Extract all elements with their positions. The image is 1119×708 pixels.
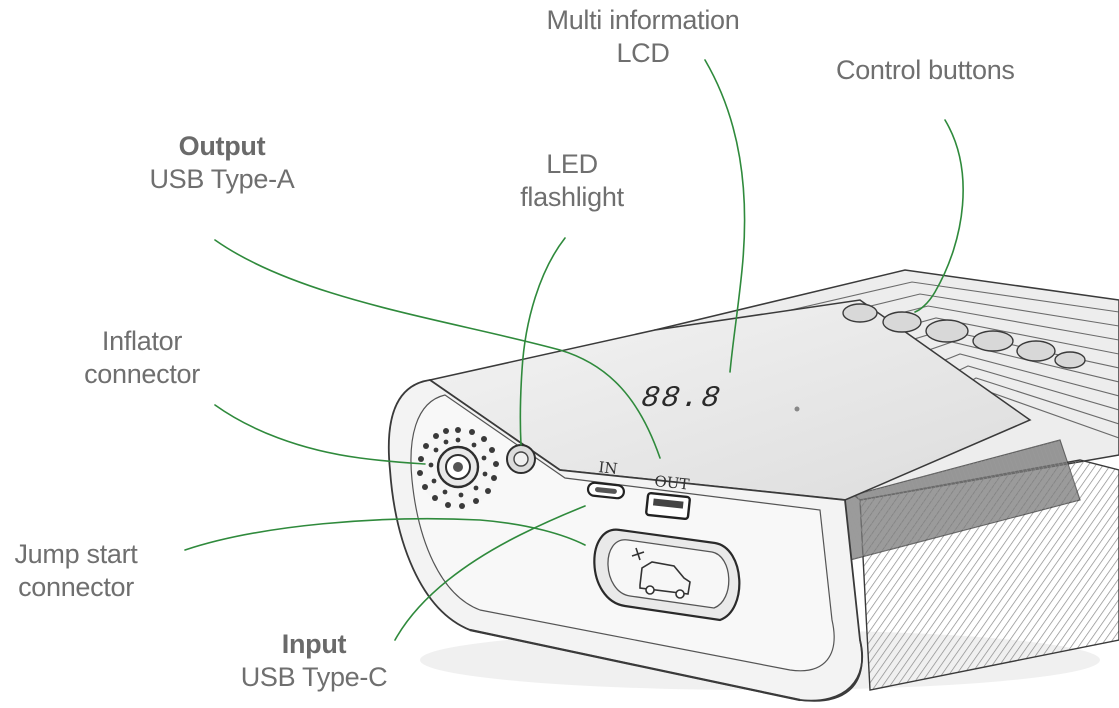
label-inflator-line1: Inflator bbox=[56, 325, 228, 358]
label-inflator: Inflator connector bbox=[56, 325, 228, 391]
label-output-title: Output bbox=[122, 130, 322, 163]
label-lcd-line1: Multi information bbox=[520, 4, 766, 37]
label-output: Output USB Type-A bbox=[122, 130, 322, 196]
label-control-buttons: Control buttons bbox=[836, 54, 1015, 87]
lcd-indicator-dot bbox=[795, 407, 800, 412]
lcd-readout: 88.8 bbox=[636, 382, 727, 416]
label-control-buttons-text: Control buttons bbox=[836, 54, 1015, 87]
label-inflator-line2: connector bbox=[56, 358, 228, 391]
label-led-line2: flashlight bbox=[492, 181, 652, 214]
label-output-subtitle: USB Type-A bbox=[122, 163, 322, 196]
label-jump-start-line1: Jump start bbox=[2, 538, 150, 571]
label-input-title: Input bbox=[222, 628, 406, 661]
label-input-subtitle: USB Type-C bbox=[222, 661, 406, 694]
led-flashlight bbox=[507, 445, 535, 473]
label-lcd-line2: LCD bbox=[520, 37, 766, 70]
control-button-2[interactable] bbox=[883, 312, 921, 332]
control-button-1[interactable] bbox=[843, 304, 877, 322]
label-jump-start-line2: connector bbox=[2, 571, 150, 604]
port-in-label: IN bbox=[598, 458, 619, 478]
label-led-line1: LED bbox=[492, 148, 652, 181]
port-out-label: OUT bbox=[654, 472, 691, 494]
control-button-4[interactable] bbox=[973, 331, 1013, 351]
label-lcd: Multi information LCD bbox=[520, 4, 766, 70]
control-button-6[interactable] bbox=[1055, 352, 1085, 368]
control-button-3[interactable] bbox=[926, 320, 968, 342]
label-led: LED flashlight bbox=[492, 148, 652, 214]
control-button-5[interactable] bbox=[1017, 341, 1055, 361]
label-jump-start: Jump start connector bbox=[2, 538, 150, 604]
label-input: Input USB Type-C bbox=[222, 628, 406, 694]
